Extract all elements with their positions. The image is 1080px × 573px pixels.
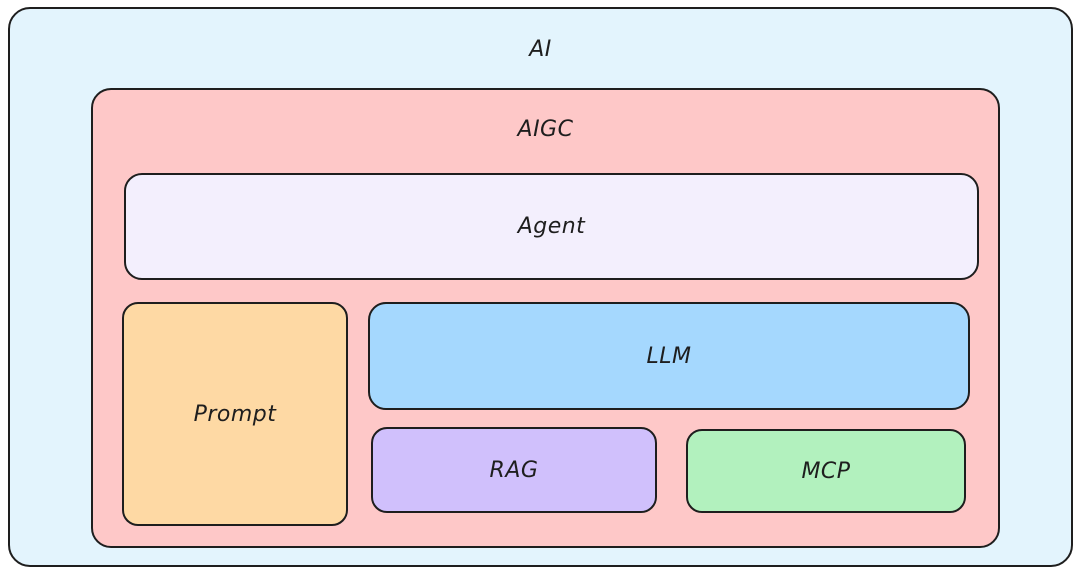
prompt-label: Prompt — [193, 401, 277, 427]
prompt-block: Prompt — [122, 302, 348, 526]
agent-block: Agent — [124, 173, 979, 280]
aigc-label: AIGC — [517, 117, 574, 142]
ai-label: AI — [529, 37, 552, 62]
llm-label: LLM — [646, 343, 692, 369]
agent-label: Agent — [517, 214, 586, 239]
mcp-label: MCP — [801, 458, 851, 484]
mcp-block: MCP — [686, 429, 966, 513]
llm-block: LLM — [368, 302, 970, 410]
rag-block: RAG — [371, 427, 657, 513]
rag-label: RAG — [489, 457, 539, 483]
